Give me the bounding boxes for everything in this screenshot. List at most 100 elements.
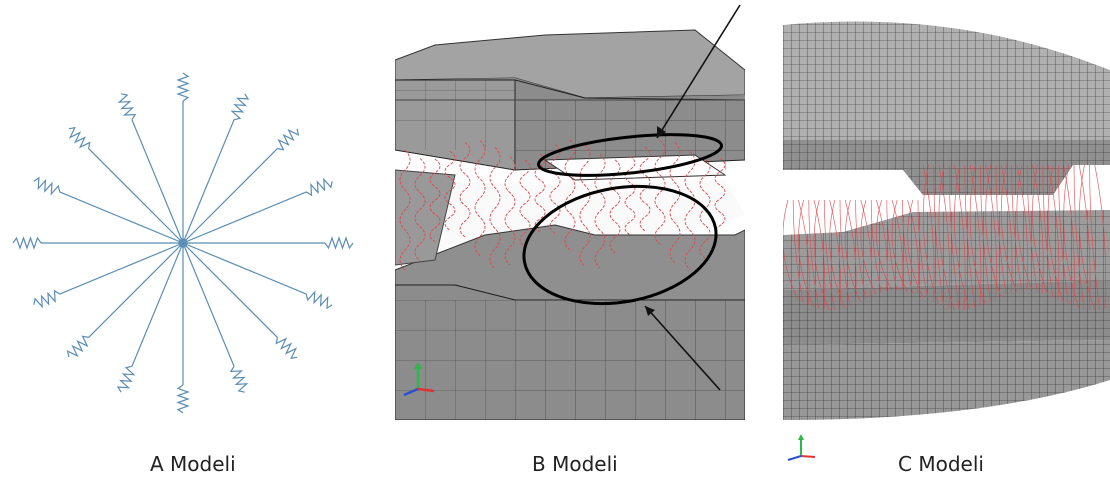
spring-coil (324, 236, 354, 250)
model-c-figure (783, 0, 1110, 420)
spring-coil (305, 177, 333, 197)
spring-element (995, 164, 1007, 295)
spring-element (876, 199, 892, 291)
spring-coil (33, 176, 61, 196)
spring-coil (305, 290, 333, 310)
spring-coil (116, 365, 136, 393)
spring-element (1047, 164, 1064, 302)
spring-element (534, 153, 546, 233)
spring-element (504, 156, 516, 266)
spring-element (489, 146, 501, 270)
highlight-ellipse-lower (522, 184, 718, 306)
spring-element (399, 149, 411, 271)
spring-element (654, 140, 666, 245)
spring-element (1078, 164, 1095, 311)
spring-element (519, 159, 531, 248)
spring-elements-b (399, 139, 726, 271)
pointer-arrow-icon (644, 4, 741, 391)
caption-model-b: B Modeli (532, 452, 618, 476)
spring-rod (131, 242, 184, 367)
lower-block (395, 169, 745, 420)
spring-element (1026, 164, 1038, 292)
block-model-b (395, 4, 745, 420)
spring-element (922, 164, 939, 305)
upper-block (395, 29, 745, 181)
spring-coil (229, 365, 249, 393)
spring-element (714, 157, 726, 240)
highlight-ellipse-upper (536, 133, 724, 177)
spring-element (594, 153, 606, 269)
spring-element (1016, 164, 1033, 291)
spring-element (429, 158, 441, 243)
spring-element (1032, 164, 1048, 295)
meshed-model-c (783, 21, 1110, 420)
spring-element (792, 199, 804, 303)
spring-rod (182, 191, 307, 244)
spring-element (891, 199, 908, 292)
spring-element (808, 199, 820, 309)
spring-coil (176, 384, 190, 414)
lower-mesh-block (783, 210, 1110, 420)
spring-element (549, 144, 561, 234)
spring-rod (182, 242, 235, 367)
spring-element (902, 199, 913, 294)
spring-element (564, 139, 576, 251)
spring-coil (66, 335, 89, 358)
axis-triad-icon (787, 434, 816, 461)
spring-coil (12, 236, 42, 250)
spring-element (1089, 164, 1100, 310)
spring-element (1042, 164, 1054, 297)
spring-element (886, 199, 898, 291)
spring-element (414, 158, 426, 262)
spring-rod (182, 119, 235, 244)
spring-element (938, 164, 955, 310)
spring-element (783, 199, 799, 301)
spring-element (829, 199, 846, 308)
spring-element (860, 199, 877, 295)
spring-elements-c (783, 164, 1107, 311)
spring-element (985, 164, 1002, 297)
spring-element (844, 199, 861, 302)
model-b-figure (395, 0, 745, 420)
spring-element (870, 199, 882, 293)
spring-coil (230, 93, 250, 121)
spring-element (969, 164, 986, 305)
caption-model-a: A Modeli (150, 452, 236, 476)
spring-element (980, 164, 991, 302)
spring-element (444, 151, 456, 231)
spring-rod (88, 148, 184, 244)
spring-element (824, 199, 835, 310)
spring-coil (33, 289, 61, 309)
axis-triad-icon (403, 362, 435, 397)
spring-element (907, 199, 924, 298)
spring-element (798, 199, 814, 307)
spring-element (1078, 164, 1091, 310)
spring-element (839, 199, 851, 307)
spring-element (1058, 164, 1069, 305)
spring-element (933, 164, 944, 307)
spring-element (948, 164, 960, 310)
spring-rod (59, 242, 184, 295)
spring-element (1073, 164, 1085, 310)
spring-element (459, 142, 471, 238)
spring-element (938, 164, 951, 309)
center-node (178, 238, 188, 248)
spring-coil (275, 337, 298, 360)
spring-coil (117, 93, 137, 121)
spring-element (954, 164, 970, 310)
spring-rod (59, 191, 184, 244)
spring-element (917, 199, 929, 300)
spring-element (639, 146, 651, 232)
spring-element (1063, 164, 1080, 309)
spring-element (813, 199, 830, 311)
spring-rod (88, 242, 184, 338)
spring-coil (68, 126, 91, 149)
spring-coil (277, 128, 300, 151)
spring-rod (182, 242, 307, 295)
spring-element (855, 199, 866, 299)
spring-element (1000, 164, 1017, 292)
spring-element (474, 140, 486, 256)
spring-element (669, 142, 681, 264)
spring-element (1011, 164, 1022, 291)
spring-rod (182, 242, 278, 338)
